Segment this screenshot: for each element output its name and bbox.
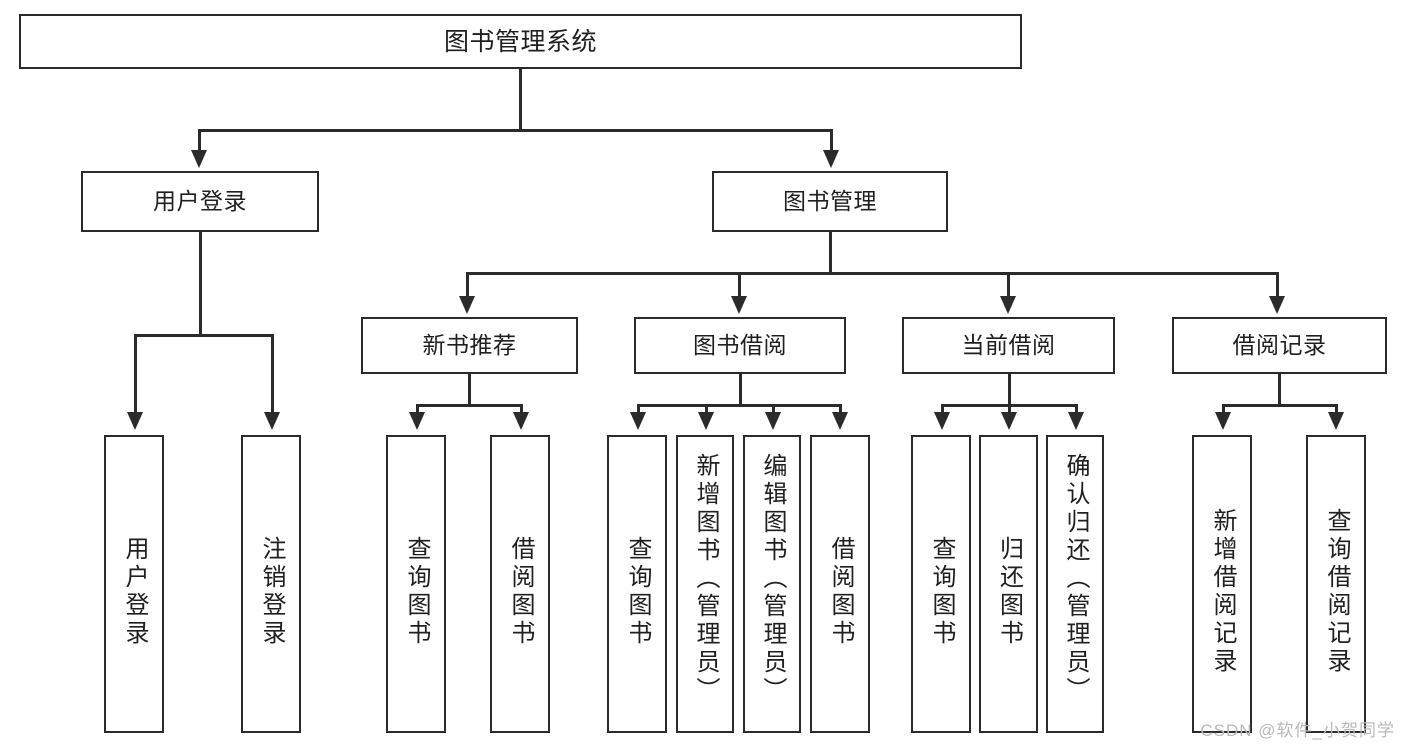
connector-nbr-leaf1 <box>416 404 419 416</box>
connector-nbr-leaf2 <box>520 404 523 416</box>
node-leaf-borrow-book-1[interactable]: 借阅图书 <box>490 435 550 733</box>
node-label: 新书推荐 <box>422 331 517 358</box>
node-leaf-query-record[interactable]: 查询借阅记录 <box>1306 435 1366 733</box>
node-leaf-edit-book[interactable]: 编辑图书（管理员） <box>743 435 801 733</box>
arrow-nbr-leaf1 <box>409 412 425 430</box>
connector-bm-to-current-borrow <box>1007 272 1010 300</box>
node-leaf-borrow-book-2[interactable]: 借阅图书 <box>810 435 870 733</box>
node-label: 图书借阅 <box>693 331 787 358</box>
arrow-cb-leaf3 <box>1068 412 1084 430</box>
node-borrow-record[interactable]: 借阅记录 <box>1172 317 1387 374</box>
node-label: 图书管理系统 <box>443 27 597 56</box>
connector-cb-leaf3 <box>1075 404 1078 416</box>
node-leaf-user-login[interactable]: 用户登录 <box>104 435 164 733</box>
node-label: 编辑图书（管理员） <box>759 453 786 705</box>
connector-bb-leaf3 <box>772 404 775 416</box>
connector-cb-leaf1 <box>941 404 944 416</box>
node-new-book-recommend[interactable]: 新书推荐 <box>361 317 578 374</box>
connector-user-login-stem <box>199 232 202 336</box>
connector-cb-stem <box>1008 374 1011 406</box>
connector-book-management-stem <box>829 232 832 274</box>
arrow-nbr-leaf2 <box>513 412 529 430</box>
node-leaf-query-book-2[interactable]: 查询图书 <box>607 435 667 733</box>
connector-br-leaf1 <box>1222 404 1225 416</box>
arrow-bb-leaf4 <box>832 412 848 430</box>
arrow-user-login-leaf2 <box>264 412 280 430</box>
arrow-bm-to-book-borrow <box>731 296 747 314</box>
arrow-bm-to-borrow-record <box>1269 296 1285 314</box>
node-label: 查询图书 <box>403 536 430 648</box>
node-leaf-add-record[interactable]: 新增借阅记录 <box>1192 435 1252 733</box>
node-label: 注销登录 <box>258 536 285 648</box>
arrow-br-leaf1 <box>1215 412 1231 430</box>
connector-book-management-bar <box>466 272 1278 275</box>
connector-user-login-leaf1 <box>134 334 137 416</box>
node-leaf-return-book[interactable]: 归还图书 <box>979 435 1038 733</box>
connector-bm-to-new-book <box>466 272 469 300</box>
connector-nbr-stem <box>468 374 471 406</box>
csdn-watermark: CSDN @软件_小贺同学 <box>1200 721 1395 740</box>
node-label: 新增图书（管理员） <box>692 453 719 705</box>
node-leaf-logout-login[interactable]: 注销登录 <box>241 435 301 733</box>
arrow-bm-to-new-book <box>459 296 475 314</box>
connector-user-login-bar <box>134 334 273 337</box>
arrow-br-leaf2 <box>1328 412 1344 430</box>
connector-bb-bar <box>637 404 841 407</box>
arrow-bb-leaf1 <box>630 412 646 430</box>
arrow-cb-leaf1 <box>934 412 950 430</box>
arrow-root-to-book-management <box>823 150 839 168</box>
connector-bb-leaf4 <box>839 404 842 416</box>
connector-br-stem <box>1278 374 1281 406</box>
node-leaf-query-book-3[interactable]: 查询图书 <box>911 435 971 733</box>
connector-br-leaf2 <box>1335 404 1338 416</box>
node-book-borrow[interactable]: 图书借阅 <box>634 317 846 374</box>
node-leaf-confirm-return[interactable]: 确认归还（管理员） <box>1046 435 1104 733</box>
connector-root-bar <box>198 129 832 132</box>
connector-bm-to-book-borrow <box>738 272 741 300</box>
arrow-bb-leaf2 <box>698 412 714 430</box>
arrow-root-to-user-login <box>191 150 207 168</box>
node-leaf-query-book-1[interactable]: 查询图书 <box>386 435 446 733</box>
connector-root-stem <box>519 69 522 131</box>
node-label: 用户登录 <box>121 536 148 648</box>
node-user-login[interactable]: 用户登录 <box>81 171 319 232</box>
node-label: 用户登录 <box>153 187 247 214</box>
node-label: 查询图书 <box>928 536 955 648</box>
connector-user-login-leaf2 <box>271 334 274 416</box>
node-label: 当前借阅 <box>961 331 1056 358</box>
arrow-cb-leaf2 <box>1001 412 1017 430</box>
connector-bm-to-borrow-record <box>1276 272 1279 300</box>
node-label: 借阅图书 <box>507 536 534 648</box>
node-label: 归还图书 <box>995 536 1023 648</box>
connector-bb-stem <box>739 374 742 406</box>
node-label: 新增借阅记录 <box>1209 508 1236 676</box>
connector-cb-leaf2 <box>1008 404 1011 416</box>
arrow-bb-leaf3 <box>765 412 781 430</box>
node-label: 借阅记录 <box>1232 331 1327 358</box>
node-leaf-add-book[interactable]: 新增图书（管理员） <box>676 435 734 733</box>
node-current-borrow[interactable]: 当前借阅 <box>902 317 1115 374</box>
node-book-management-system[interactable]: 图书管理系统 <box>19 14 1022 69</box>
connector-nbr-bar <box>416 404 522 407</box>
node-label: 确认归还（管理员） <box>1062 453 1089 705</box>
node-label: 借阅图书 <box>827 536 854 648</box>
connector-bb-leaf2 <box>705 404 708 416</box>
node-label: 图书管理 <box>783 187 877 214</box>
connector-br-bar <box>1222 404 1337 407</box>
node-label: 查询图书 <box>624 536 651 648</box>
arrow-user-login-leaf1 <box>127 412 143 430</box>
arrow-bm-to-current-borrow <box>1000 296 1016 314</box>
connector-root-to-user-login <box>198 129 201 155</box>
node-label: 查询借阅记录 <box>1323 508 1350 676</box>
connector-root-to-book-management <box>830 129 833 155</box>
connector-bb-leaf1 <box>637 404 640 416</box>
node-book-management[interactable]: 图书管理 <box>712 171 948 232</box>
